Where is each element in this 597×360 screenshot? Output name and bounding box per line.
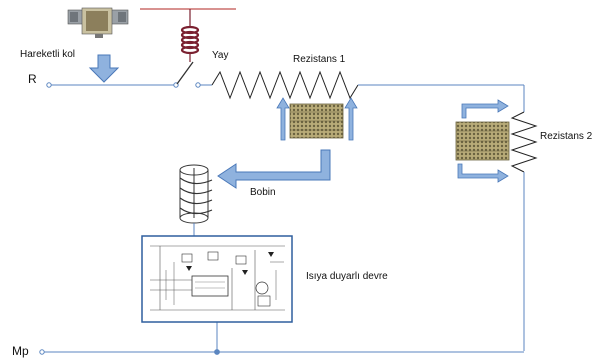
- resistor2-zigzag: [512, 112, 536, 172]
- resistor1-zigzag: [212, 72, 358, 98]
- line-mp-label: Mp: [12, 344, 29, 358]
- line-r-wire: [47, 83, 212, 87]
- heater1-arrow-left: [277, 98, 289, 140]
- heat-sensitive-circuit-board: [142, 236, 292, 322]
- heater1-image: [290, 104, 343, 138]
- line-r-label: R: [28, 72, 37, 86]
- coil-image: [180, 165, 212, 236]
- line-mp-wire: [40, 322, 524, 354]
- spring-label: Yay: [212, 50, 229, 61]
- resistor2-label: Rezistans 2: [540, 131, 592, 142]
- moving-arm-arrow: [90, 55, 118, 82]
- moving-arm-image: [68, 8, 128, 38]
- heat-sensitive-circuit-label: Isıya duyarlı devre: [306, 271, 388, 282]
- moving-arm-label: Hareketli kol: [20, 49, 75, 60]
- heater2-image: [456, 122, 509, 160]
- resistor1-label: Rezistans 1: [293, 54, 345, 65]
- heater1-arrow-right: [345, 98, 357, 140]
- heat-to-coil-arrow: [218, 150, 330, 188]
- heater2-arrow-top: [462, 100, 508, 118]
- heater2-arrow-bottom: [458, 164, 508, 182]
- coil-label: Bobin: [250, 187, 276, 198]
- switch-blade: [177, 62, 193, 84]
